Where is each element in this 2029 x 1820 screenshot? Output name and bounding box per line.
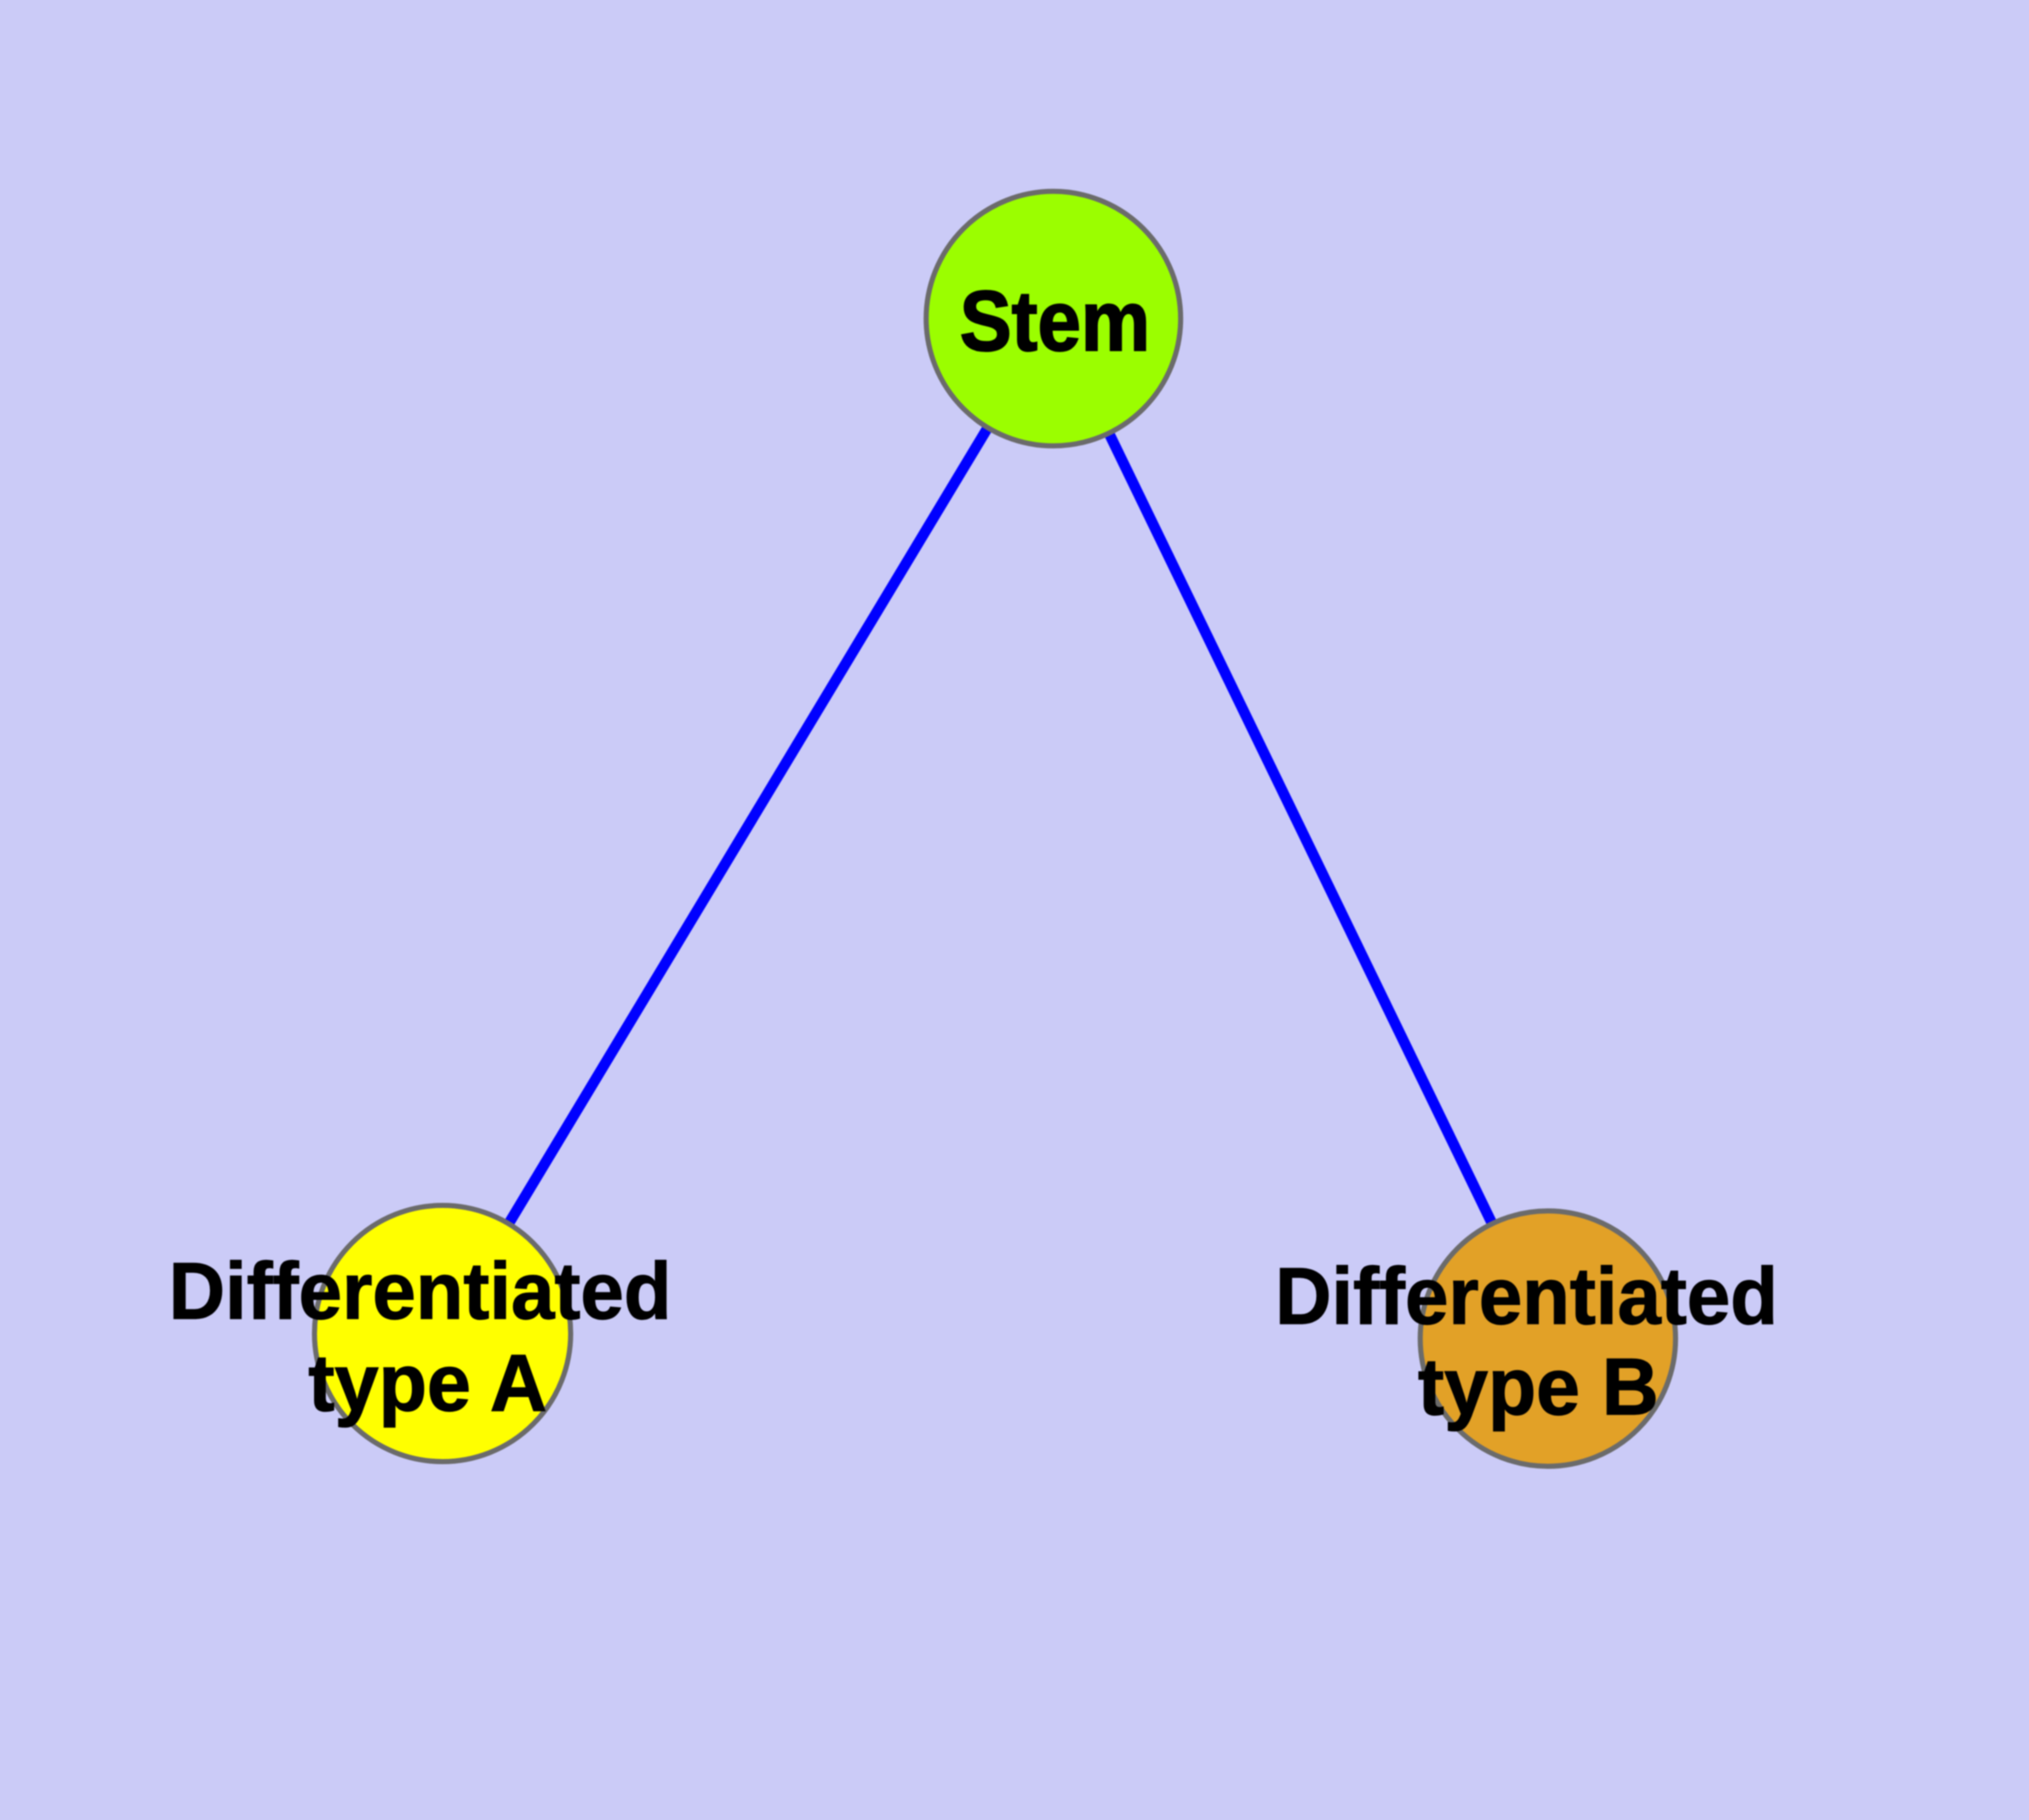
svg-text:Differentiated: Differentiated bbox=[1275, 1252, 1778, 1342]
svg-text:Stem: Stem bbox=[960, 274, 1151, 369]
svg-text:type B: type B bbox=[1418, 1343, 1659, 1433]
svg-text:Differentiated: Differentiated bbox=[169, 1247, 672, 1336]
svg-text:type A: type A bbox=[308, 1339, 547, 1428]
